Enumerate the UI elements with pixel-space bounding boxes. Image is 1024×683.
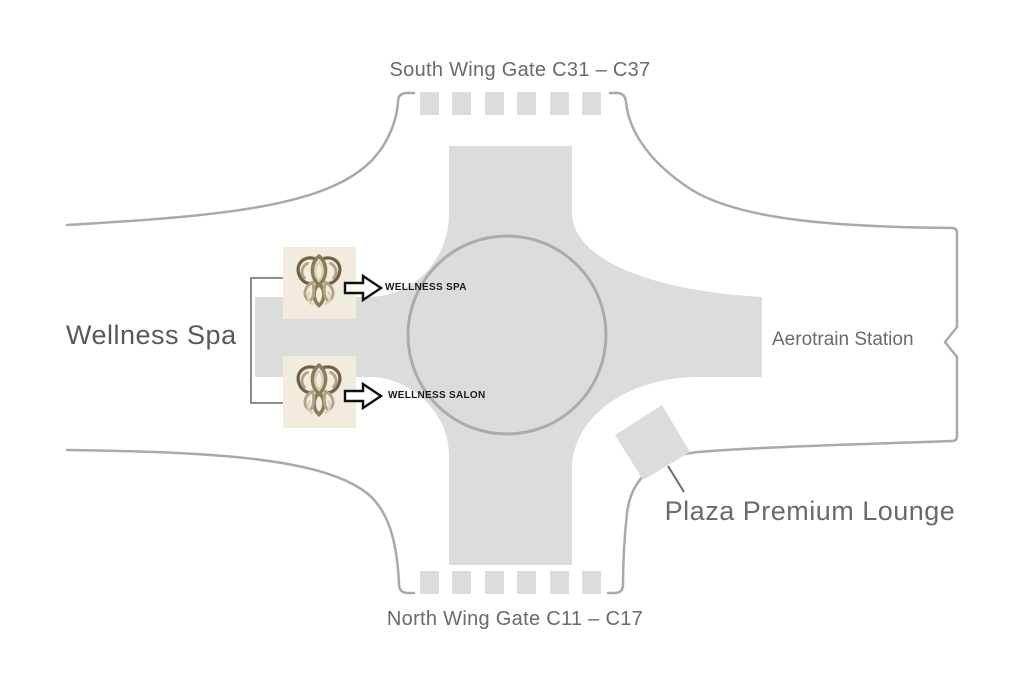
- gate-square: [485, 571, 504, 594]
- gate-square: [582, 571, 601, 594]
- wellness-spa-title: Wellness Spa: [66, 320, 237, 350]
- aerotrain-station-label: Aerotrain Station: [772, 329, 914, 350]
- gate-square: [550, 92, 569, 115]
- gate-square: [517, 571, 536, 594]
- terminal-center-circle: [406, 234, 608, 436]
- east-corridor-wall-aerotrain-bracket: [606, 91, 959, 595]
- gate-square: [485, 92, 504, 115]
- gate-square: [452, 571, 471, 594]
- north-west-corridor-wall: [65, 448, 416, 595]
- gate-square: [582, 92, 601, 115]
- plaza-premium-lounge-label: Plaza Premium Lounge: [664, 496, 956, 526]
- wellness-spa-callout-label: WELLNESS SPA: [385, 282, 467, 293]
- lounge-pointer-line: [667, 465, 685, 493]
- spa-units-bracket: [250, 277, 283, 404]
- gate-square: [420, 92, 439, 115]
- south-gate-squares: [420, 92, 601, 115]
- wellness-salon-callout-label: WELLNESS SALON: [388, 390, 486, 401]
- south-gate-label: South Wing Gate C31 – C37: [389, 59, 651, 81]
- south-west-corridor-wall: [65, 91, 416, 227]
- north-gate-label: North Wing Gate C11 – C17: [386, 608, 644, 630]
- gate-square: [550, 571, 569, 594]
- gate-square: [517, 92, 536, 115]
- gate-square: [420, 571, 439, 594]
- north-gate-squares: [420, 571, 601, 594]
- diamond-marker-icon: [615, 405, 690, 480]
- gate-square: [452, 92, 471, 115]
